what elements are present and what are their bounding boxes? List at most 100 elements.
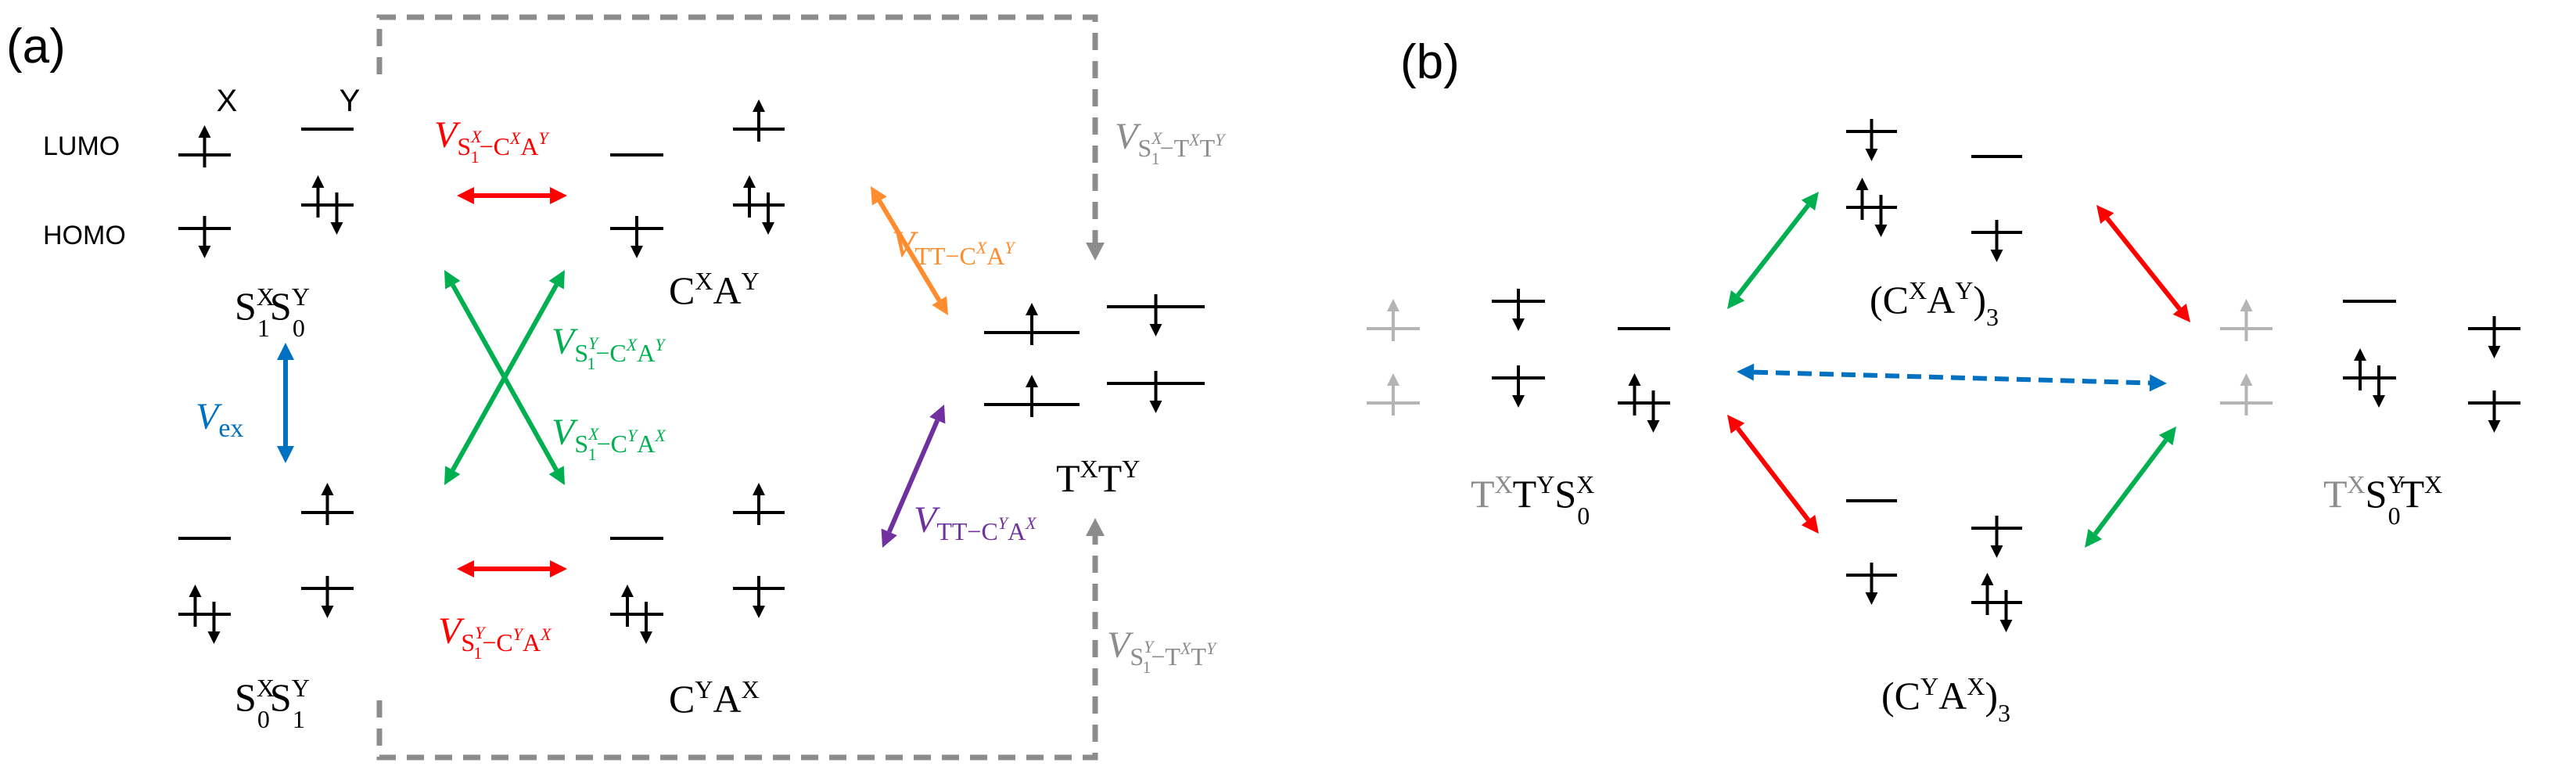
spin-down-arrowhead-icon xyxy=(1990,250,2003,262)
spin-down-arrowhead-icon xyxy=(1865,149,1878,161)
coupling-arrow-vex-head-start xyxy=(277,343,294,360)
energy-levels-b xyxy=(1367,119,2520,632)
coupling-arrow-vex-head-end xyxy=(277,446,294,463)
dashed-connector-top-arrowhead xyxy=(1086,243,1105,261)
state-cyax3: (CYAX)3 xyxy=(1881,672,2010,727)
homo-label: HOMO xyxy=(43,221,126,250)
coupling-arrow-b-left-top-head-start xyxy=(1727,290,1745,309)
spin-down-arrowhead-icon xyxy=(1647,420,1660,433)
spin-down-arrowhead-icon xyxy=(2488,420,2501,433)
coupling-arrow-b-direct xyxy=(1753,369,2150,386)
spin-down-arrowhead-icon xyxy=(762,222,774,235)
coupling-arrow-s1y-cxay-head-end xyxy=(548,270,565,290)
spin-up-arrowhead-icon xyxy=(1856,178,1869,190)
energy-levels-a xyxy=(178,99,1205,644)
coupling-arrow-tt-cxay xyxy=(877,200,942,302)
spin-down-arrowhead-icon xyxy=(1149,324,1162,336)
coupling-arrow-s1y-cxay xyxy=(451,283,559,472)
coupling-arrow-b-direct-head-end xyxy=(2149,374,2167,392)
coupling-arrow-b-right-top xyxy=(2105,217,2182,311)
spin-down-arrowhead-icon xyxy=(640,631,652,644)
spin-up-arrowhead-icon xyxy=(198,125,211,138)
panel-a-label: (a) xyxy=(6,20,66,74)
coupling-vex-label: Vex xyxy=(196,396,243,443)
state-tx-ty: TXTY xyxy=(1056,455,1140,500)
coupling-arrow-tt-cyax xyxy=(886,419,940,533)
spin-up-arrowhead-icon xyxy=(189,585,202,597)
spin-down-arrowhead-icon xyxy=(1512,318,1525,331)
spin-down-arrowhead-icon xyxy=(330,222,343,235)
coupling-arrow-b-right-bottom-head-start xyxy=(2085,528,2103,548)
spin-up-arrowhead-icon xyxy=(2354,348,2366,361)
spin-down-arrowhead-icon xyxy=(1512,395,1525,408)
coupling-arrow-b-left-bottom xyxy=(1736,426,1810,522)
state-cx-ay: CXAY xyxy=(669,267,760,312)
coupling-arrow-tt-cyax-head-start xyxy=(929,405,946,424)
coupling-arrows-a xyxy=(277,186,948,577)
coupling-v-tt-cyax-label: VTT−CYAX xyxy=(914,499,1037,545)
coupling-arrow-tt-cxay-head-end xyxy=(932,296,948,315)
spin-down-arrowhead-icon xyxy=(207,631,221,644)
spin-up-arrowhead-icon xyxy=(1026,375,1038,387)
spin-up-arrowhead-icon xyxy=(1981,573,1994,585)
spin-up-arrowhead-icon xyxy=(753,483,765,495)
coupling-arrow-s1y-cyax-head-start xyxy=(457,560,474,577)
coupling-arrow-tt-cyax-head-end xyxy=(881,528,897,548)
coupling-arrow-b-left-bottom-head-end xyxy=(1801,514,1819,534)
column-y-label: Y xyxy=(340,84,361,118)
lumo-label: LUMO xyxy=(43,131,120,161)
coupling-arrow-tt-cxay-head-start xyxy=(871,186,887,206)
dashed-connector-top xyxy=(376,14,1098,250)
spin-up-arrowhead-icon xyxy=(1026,303,1038,315)
state-cxay3: (CXAY)3 xyxy=(1870,276,1999,331)
spin-up-arrowhead-icon xyxy=(321,483,334,495)
spin-down-arrowhead-icon xyxy=(2373,395,2385,408)
spin-up-arrowhead-icon xyxy=(743,175,756,188)
coupling-arrow-s1x-cxay-head-end xyxy=(550,187,567,204)
coupling-arrow-b-left-bottom-head-start xyxy=(1727,415,1745,434)
coupling-arrow-b-right-bottom xyxy=(2093,438,2168,536)
dashed-connector-bottom xyxy=(376,528,1098,761)
spin-up-arrowhead-icon xyxy=(753,99,765,112)
coupling-arrow-b-direct-head-start xyxy=(1737,363,1755,381)
spin-down-arrowhead-icon xyxy=(198,246,211,258)
spin-down-arrowhead-icon xyxy=(753,606,765,618)
state-cy-ax: CYAX xyxy=(669,675,760,721)
spin-down-arrowhead-icon xyxy=(1149,401,1162,413)
coupling-arrows-b xyxy=(1727,192,2190,548)
spin-up-arrowhead-icon xyxy=(621,585,634,597)
coupling-arrow-s1y-cxay-head-start xyxy=(444,466,461,485)
coupling-arrow-s1x-cyax-head-start xyxy=(444,270,461,290)
spin-up-arrowhead-icon xyxy=(1387,299,1399,311)
coupling-v-tt-cxay-label: VTT−CXAY xyxy=(892,224,1016,270)
coupling-arrow-s1x-cyax-head-end xyxy=(548,466,565,485)
spin-down-arrowhead-icon xyxy=(321,606,334,618)
coupling-arrow-s1x-cxay-head-start xyxy=(457,187,474,204)
spin-up-arrowhead-icon xyxy=(2240,299,2253,311)
spin-down-arrowhead-icon xyxy=(631,246,643,258)
spin-down-arrowhead-icon xyxy=(1874,225,1888,237)
dashed-connector-bottom-arrowhead xyxy=(1086,518,1105,536)
spin-up-arrowhead-icon xyxy=(311,175,325,188)
spin-down-arrowhead-icon xyxy=(2488,346,2501,358)
spin-down-arrowhead-icon xyxy=(1990,545,2003,558)
coupling-arrow-b-right-top-head-start xyxy=(2096,205,2114,225)
spin-up-arrowhead-icon xyxy=(2240,373,2253,386)
spin-up-arrowhead-icon xyxy=(1387,373,1399,386)
coupling-arrow-b-left-top xyxy=(1736,203,1810,297)
coupling-arrow-b-left-top-head-end xyxy=(1801,192,1819,211)
column-x-label: X xyxy=(217,84,238,118)
coupling-arrow-b-right-bottom-head-end xyxy=(2158,426,2176,446)
